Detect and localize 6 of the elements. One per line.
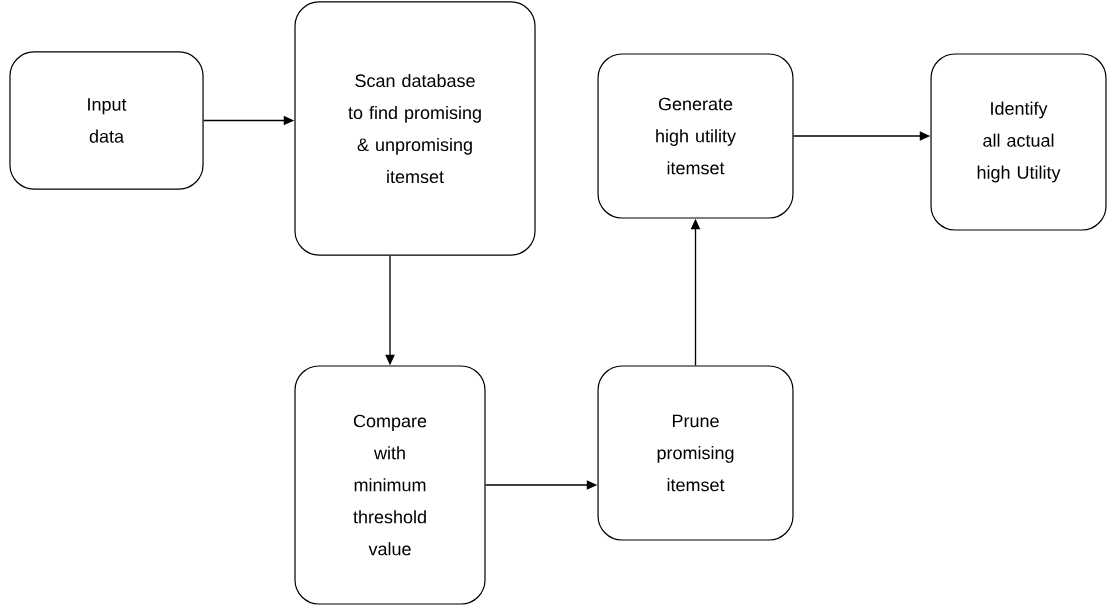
process-box: Scan database to find promising & unpromising itemset — [294, 1, 536, 256]
process-box: Identify all actual high Utility — [930, 53, 1107, 231]
process-box: Input data — [9, 51, 204, 190]
process-box: Generate high utility itemset — [597, 53, 794, 219]
process-box: Prune promising itemset — [597, 365, 794, 541]
process-box: Compare with minimum threshold value — [294, 365, 486, 605]
